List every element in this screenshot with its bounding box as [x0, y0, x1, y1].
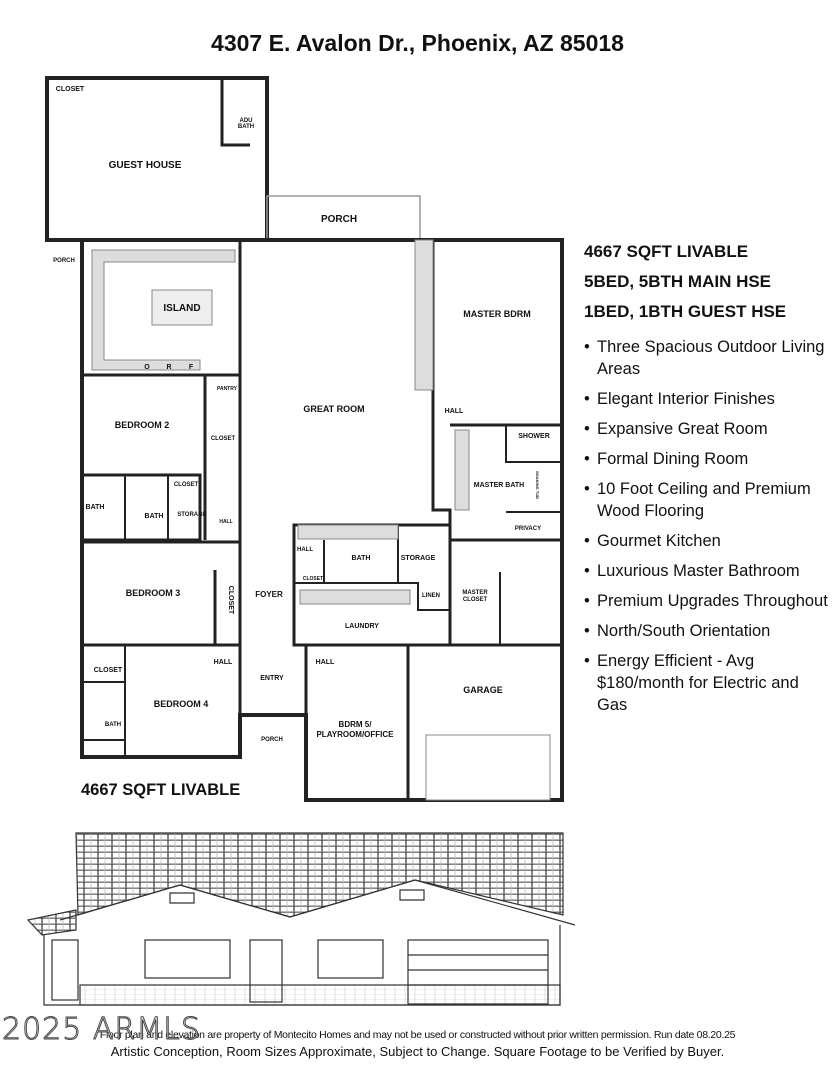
room-label-master-closet-2: CLOSET: [463, 597, 488, 603]
feature-item: North/South Orientation: [584, 620, 829, 642]
room-label-hall-c: HALL: [214, 659, 233, 666]
room-label-guest-house: GUEST HOUSE: [109, 160, 182, 171]
room-label-foyer: FOYER: [255, 590, 283, 599]
summary-heading-sqft: 4667 SQFT LIVABLE: [584, 242, 749, 261]
room-label-guest-porch: PORCH: [53, 258, 75, 264]
room-label-bath-a: BATH: [86, 504, 105, 511]
room-label-adu-bath-2: BATH: [238, 124, 254, 130]
property-summary: 4667 SQFT LIVABLE 5BED, 5BTH MAIN HSE 1B…: [584, 241, 829, 724]
room-label-closet-b2b: CLOSET: [174, 482, 199, 488]
room-label-front-porch: PORCH: [261, 737, 283, 743]
feature-item: Energy Efficient - Avg $180/month for El…: [584, 650, 829, 716]
room-label-shower: SHOWER: [518, 433, 550, 440]
room-label-master-bath: MASTER BATH: [474, 482, 524, 489]
label-soaking-tub: SOAKING TUB: [535, 471, 540, 499]
feature-item: Expansive Great Room: [584, 418, 829, 440]
feature-item: Premium Upgrades Throughout: [584, 590, 829, 612]
room-label-bedroom-2: BEDROOM 2: [115, 420, 170, 430]
feature-item: 10 Foot Ceiling and Premium Wood Floorin…: [584, 478, 829, 522]
front-elevation-drawing: [26, 832, 576, 1006]
room-label-great-room: GREAT ROOM: [303, 404, 364, 414]
summary-heading-main-house: 5BED, 5BTH MAIN HSE: [584, 272, 772, 291]
room-label-hall-a: HALL: [219, 519, 232, 525]
room-label-porch: PORCH: [321, 214, 357, 225]
room-label-bath-c: BATH: [352, 555, 371, 562]
appliance-label-r: R: [166, 364, 171, 371]
room-label-master-closet: MASTER: [462, 590, 488, 596]
summary-heading-guest-house: 1BED, 1BTH GUEST HSE: [584, 302, 787, 321]
feature-list: Three Spacious Outdoor Living Areas Eleg…: [584, 336, 829, 716]
feature-item: Formal Dining Room: [584, 448, 829, 470]
room-label-bath-d: BATH: [105, 722, 121, 728]
room-label-bedroom-4: BEDROOM 4: [154, 699, 209, 709]
room-label-closet-b2: CLOSET: [211, 436, 236, 442]
room-label-storage-b: STORAGE: [401, 555, 436, 562]
appliance-label-o: O: [144, 364, 150, 371]
room-label-pantry: PANTRY: [217, 386, 238, 392]
feature-item: Gourmet Kitchen: [584, 530, 829, 552]
room-label-entry: ENTRY: [260, 675, 284, 682]
room-label-guest-closet: CLOSET: [56, 86, 85, 93]
room-label-master-hall: HALL: [445, 408, 464, 415]
room-label-linen: LINEN: [422, 593, 440, 599]
plan-sqft-label: 4667 SQFT LIVABLE: [81, 781, 241, 799]
room-label-closet-b4: CLOSET: [94, 667, 123, 674]
feature-item: Luxurious Master Bathroom: [584, 560, 829, 582]
feature-item: Three Spacious Outdoor Living Areas: [584, 336, 829, 380]
room-label-adu-bath: ADU: [240, 118, 253, 124]
room-label-hall-d: HALL: [316, 659, 335, 666]
room-label-hall-b: HALL: [297, 547, 313, 553]
watermark: 2025 ARMLS: [2, 1012, 201, 1048]
room-label-bath-b: BATH: [145, 513, 164, 520]
copyright-notice: Floor plan and elevation are property of…: [99, 1029, 736, 1041]
room-label-closet-c: CLOSET: [303, 576, 323, 582]
room-label-master-bdrm: MASTER BDRM: [463, 309, 531, 319]
appliance-label-f: F: [189, 364, 194, 371]
room-label-closet-b3: CLOSET: [227, 586, 234, 615]
disclaimer: Artistic Conception, Room Sizes Approxim…: [110, 1044, 725, 1059]
room-label-bdrm5-2: PLAYROOM/OFFICE: [316, 730, 394, 739]
room-label-bedroom-3: BEDROOM 3: [126, 588, 181, 598]
feature-item: Elegant Interior Finishes: [584, 388, 829, 410]
room-label-storage-a: STORAGE: [177, 512, 207, 518]
room-label-island: ISLAND: [163, 303, 200, 314]
room-label-laundry: LAUNDRY: [345, 623, 379, 630]
page-title: 4307 E. Avalon Dr., Phoenix, AZ 85018: [211, 30, 624, 56]
room-label-bdrm5: BDRM 5/: [339, 720, 373, 729]
room-label-privacy: PRIVACY: [515, 526, 541, 532]
room-label-garage: GARAGE: [463, 685, 503, 695]
